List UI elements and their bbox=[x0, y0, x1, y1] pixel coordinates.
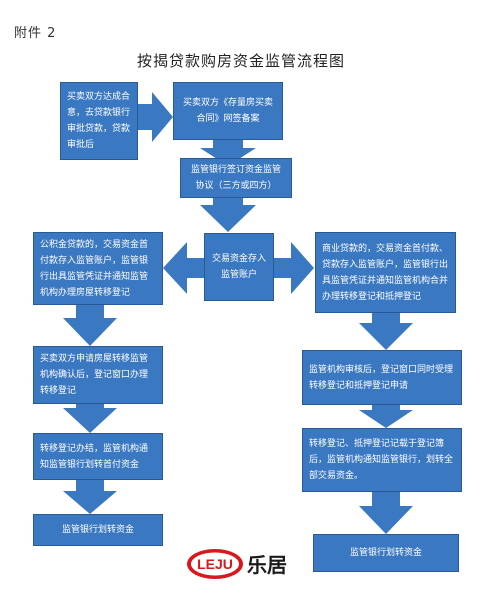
arrow-down-2 bbox=[200, 198, 256, 232]
node-supervision-agreement: 监管银行签订资金监管协议（三方或四方） bbox=[180, 158, 292, 198]
node-left-transfer-done-text: 转移登记办结，监管机构通知监管银行划转首付资金 bbox=[40, 443, 149, 470]
arrow-down-right-1 bbox=[359, 313, 413, 350]
arrow-down-left-3 bbox=[63, 480, 117, 514]
arrow-down-left-2 bbox=[63, 404, 117, 433]
node-left-final-text: 监管银行划转资金 bbox=[61, 525, 134, 535]
arrow-down-right-2 bbox=[359, 405, 413, 428]
node-deposit-account: 交易资金存入监管账户 bbox=[204, 233, 274, 301]
node-right-commercial-deposit: 商业贷款的，交易资金首付款、贷款存入监管账户，监管银行出具监管凭证并通知监管机构… bbox=[315, 232, 456, 313]
node-left-transfer-done: 转移登记办结，监管机构通知监管银行划转首付资金 bbox=[33, 433, 163, 480]
node-contract-filing-text: 买卖双方《存量房买卖合同》网签备案 bbox=[182, 98, 273, 124]
arrow-down-1 bbox=[200, 140, 256, 166]
node-right-final-text: 监管银行划转资金 bbox=[349, 548, 422, 558]
node-right-review: 监管机构审核后，登记窗口同时受理转移登记和抵押登记申请 bbox=[302, 350, 462, 405]
node-deposit-account-text: 交易资金存入监管账户 bbox=[211, 254, 266, 280]
node-contract-filing: 买卖双方《存量房买卖合同》网签备案 bbox=[173, 82, 283, 140]
attachment-label: 附件 2 bbox=[14, 26, 57, 41]
node-left-apply-transfer-text: 买卖双方申请房屋转移监管机构确认后，登记窗口办理转移登记 bbox=[40, 354, 149, 396]
logo-mark: LEJU bbox=[197, 556, 233, 572]
node-right-review-text: 监管机构审核后，登记窗口同时受理转移登记和抵押登记申请 bbox=[309, 364, 454, 391]
node-loan-approval-text: 买卖双方达成合意，去贷款银行审批贷款，贷款审批后 bbox=[67, 92, 131, 150]
node-supervision-agreement-text: 监管银行签订资金监管协议（三方或四方） bbox=[190, 165, 281, 191]
node-left-apply-transfer: 买卖双方申请房屋转移监管机构确认后，登记窗口办理转移登记 bbox=[33, 346, 163, 404]
node-loan-approval: 买卖双方达成合意，去贷款银行审批贷款，贷款审批后 bbox=[60, 82, 138, 160]
arrow-right-1 bbox=[137, 92, 173, 142]
arrow-down-right-3 bbox=[359, 492, 413, 534]
arrow-left-1 bbox=[163, 242, 204, 294]
node-right-registration-done-text: 转移登记、抵押登记记载于登记簿后，监管机构通知监管银行，划转全部交易资金。 bbox=[309, 439, 454, 481]
node-right-commercial-deposit-text: 商业贷款的，交易资金首付款、贷款存入监管账户，监管银行出具监管凭证并通知监管机构… bbox=[322, 243, 449, 302]
node-right-final: 监管银行划转资金 bbox=[313, 534, 459, 572]
node-left-fund-deposit-text: 公积金贷款的，交易资金首付款存入监管账户，监管银行出具监管凭证并通知监管机构办理… bbox=[40, 239, 149, 298]
leju-logo: LEJU bbox=[187, 549, 243, 579]
node-right-registration-done: 转移登记、抵押登记记载于登记簿后，监管机构通知监管银行，划转全部交易资金。 bbox=[302, 428, 462, 492]
page-title: 按揭贷款购房资金监管流程图 bbox=[136, 52, 345, 70]
arrow-right-2 bbox=[274, 242, 314, 294]
arrow-down-left-1 bbox=[63, 305, 117, 346]
logo-text: 乐居 bbox=[247, 553, 287, 577]
node-left-final: 监管银行划转资金 bbox=[33, 514, 163, 546]
node-left-fund-deposit: 公积金贷款的，交易资金首付款存入监管账户，监管银行出具监管凭证并通知监管机构办理… bbox=[33, 232, 163, 305]
